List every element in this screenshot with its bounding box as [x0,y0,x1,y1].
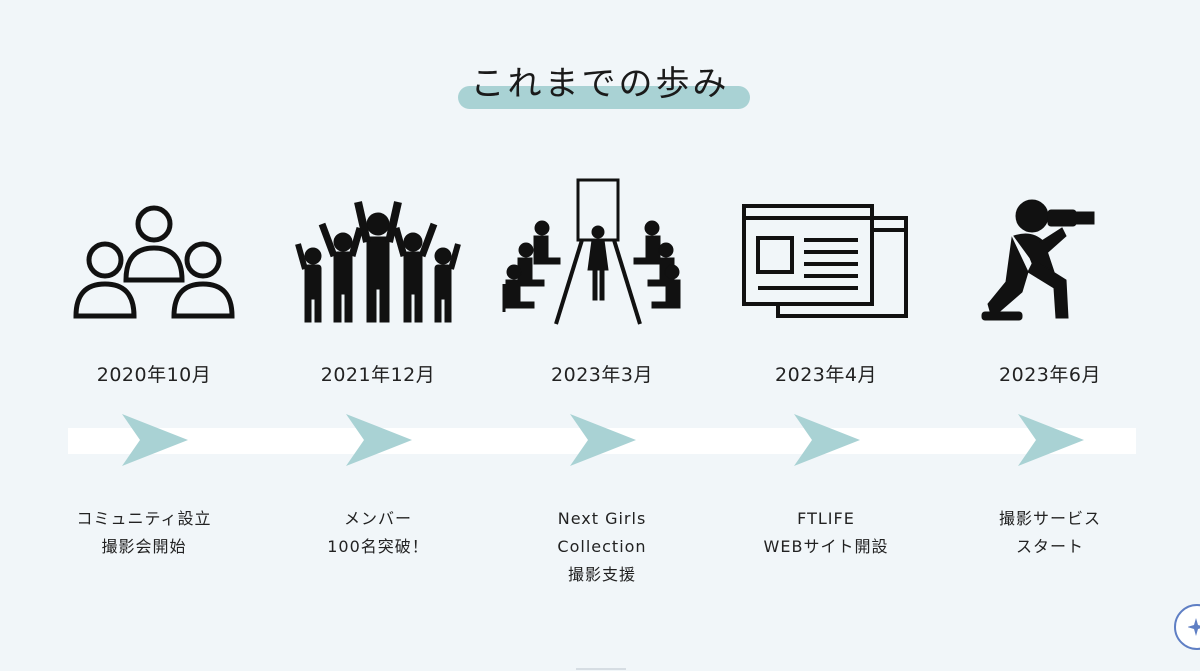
milestone-date: 2020年10月 [96,364,212,386]
milestone-date: 2023年6月 [999,364,1101,386]
chevron-right-icon [118,412,190,468]
caption-line: コミュニティ設立 [76,509,212,528]
milestone-caption: メンバー 100名突破！ [278,505,478,561]
divider [576,668,626,670]
photographer-icon [962,172,1142,332]
caption-line: スタート [1015,537,1084,556]
caption-line: 撮影支援 [567,565,636,584]
milestone-caption: Next Girls Collection 撮影支援 [502,505,702,589]
people-group-icon [64,172,244,332]
caption-line: Next Girls [557,509,647,528]
milestone-date: 2021年12月 [320,364,436,386]
caption-line: 撮影会開始 [101,537,187,556]
caption-line: WEBサイト開設 [763,537,889,556]
milestone-date: 2023年4月 [775,364,877,386]
milestone-caption: FTLIFE WEBサイト開設 [726,505,926,561]
chevron-right-icon [1014,412,1086,468]
caption-line: FTLIFE [797,509,855,528]
runway-show-icon [502,172,682,332]
title-underline [458,86,750,109]
title-block: これまでの歩み [400,52,800,112]
chevron-right-icon [790,412,862,468]
milestone-caption: コミュニティ設立 撮影会開始 [44,505,244,561]
caption-line: Collection [557,537,647,556]
cheering-crowd-icon [288,172,468,332]
sparkle-icon [1188,618,1200,636]
chevron-right-icon [342,412,414,468]
caption-line: 撮影サービス [998,509,1101,528]
caption-line: 100名突破！ [327,537,429,556]
chevron-right-icon [566,412,638,468]
page-title: これまでの歩み [470,64,730,104]
website-windows-icon [738,172,918,332]
sparkle-button[interactable] [1174,604,1200,650]
milestone-date: 2023年3月 [551,364,653,386]
caption-line: メンバー [343,509,412,528]
milestone-caption: 撮影サービス スタート [950,505,1150,561]
